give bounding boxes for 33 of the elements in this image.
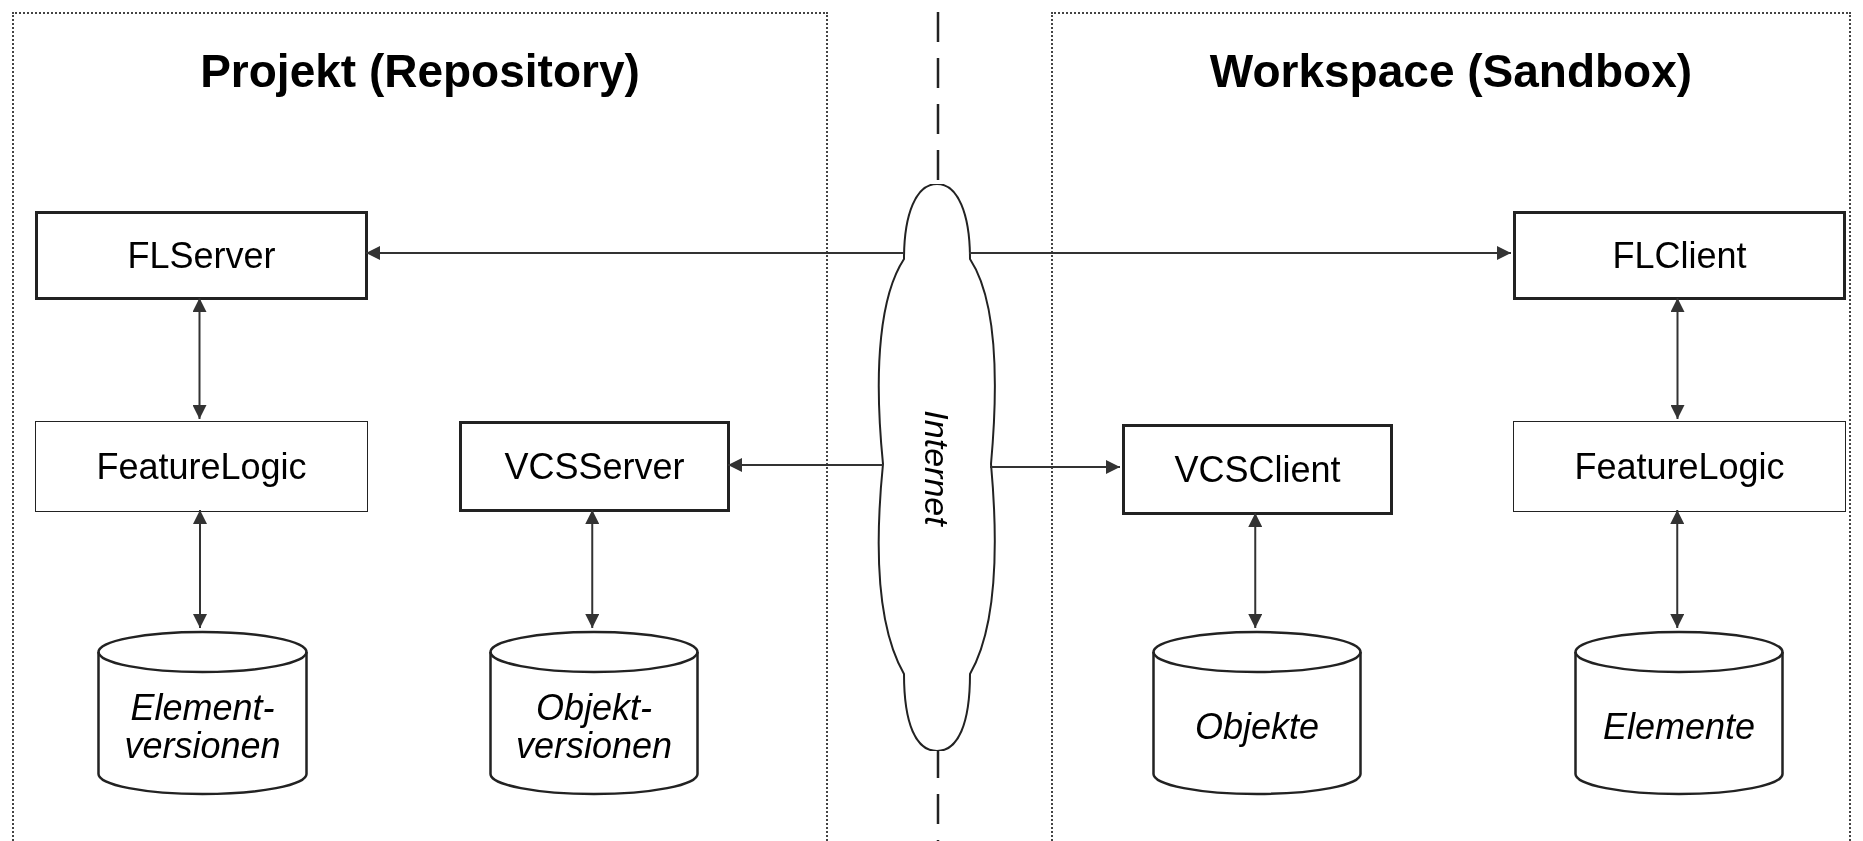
- process-box: [459, 421, 730, 512]
- database-label: Objekte: [1193, 708, 1321, 746]
- database-cylinder: [1152, 630, 1362, 796]
- arrow: [365, 246, 905, 260]
- box-label: FLClient: [1612, 237, 1747, 274]
- process-box: [35, 421, 368, 512]
- arrow: [727, 458, 884, 472]
- arrow: [1248, 512, 1263, 629]
- arrow: [193, 509, 207, 629]
- dotted-panel: [12, 12, 828, 841]
- arrow: [192, 297, 207, 420]
- process-box: [1122, 424, 1393, 515]
- database-cylinder: [97, 630, 308, 796]
- box-label: FLServer: [127, 237, 276, 274]
- box-label: VCSServer: [504, 448, 685, 485]
- database-label: Objekt- versionen: [514, 689, 674, 765]
- process-box: [35, 211, 368, 300]
- database-label: Elemente: [1601, 708, 1757, 746]
- database-cylinder: [1574, 630, 1784, 796]
- database-cylinder: [489, 630, 699, 796]
- arrow: [1670, 509, 1685, 629]
- box-label: FeatureLogic: [96, 448, 307, 485]
- arrow: [989, 460, 1121, 474]
- process-box: [1513, 211, 1846, 300]
- box-label: FeatureLogic: [1574, 448, 1785, 485]
- arrow: [968, 246, 1512, 260]
- cloud-label: Internet: [919, 409, 954, 526]
- box-label: VCSClient: [1174, 451, 1341, 488]
- dotted-panel: [1051, 12, 1851, 841]
- database-label: Element- versionen: [123, 689, 282, 765]
- arrow: [1670, 297, 1685, 420]
- process-box: [1513, 421, 1846, 512]
- arrow: [585, 509, 600, 629]
